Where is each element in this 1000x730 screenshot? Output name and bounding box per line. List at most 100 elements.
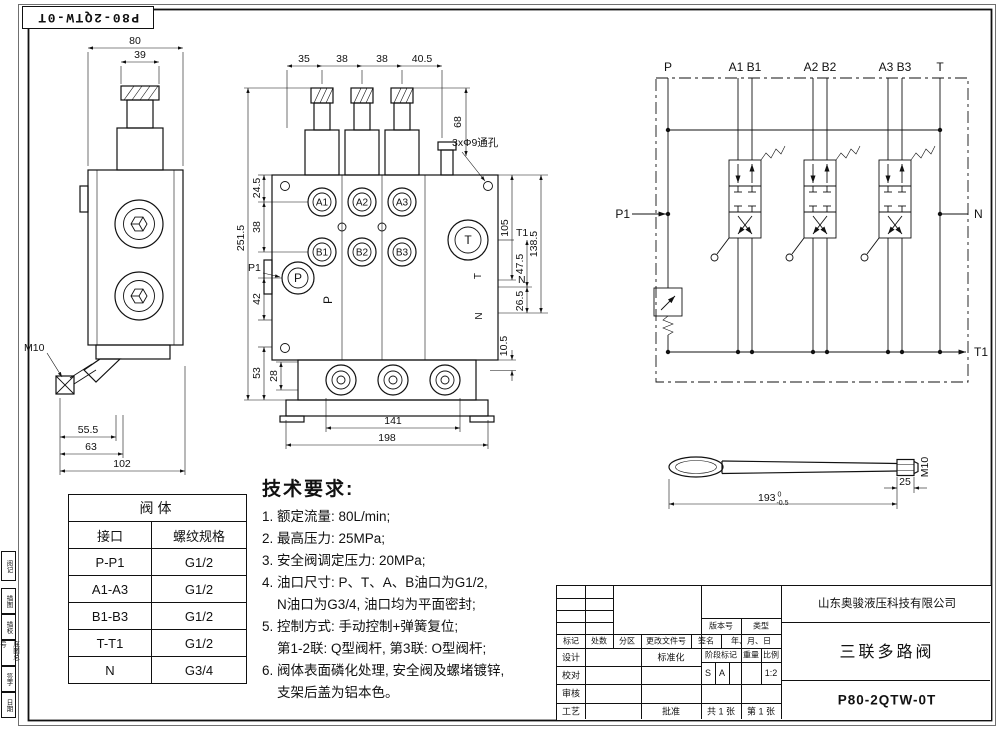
margin-box-6: 日期 bbox=[1, 692, 16, 718]
front-dim-40-5: 40.5 bbox=[412, 53, 433, 65]
tb-label-scale: 比例 bbox=[763, 650, 779, 660]
side-dim-80: 80 bbox=[129, 35, 141, 47]
tb-label-standardization: 标准化 bbox=[657, 652, 685, 663]
front-dim-141: 141 bbox=[384, 415, 402, 427]
front-dim-28: 28 bbox=[268, 370, 280, 382]
front-dim-42: 42 bbox=[251, 293, 263, 305]
valve-table-header-thread: 螺纹规格 bbox=[151, 521, 247, 549]
tech-req-line: 6. 阀体表面磷化处理, 安全阀及螺堵镀锌, bbox=[262, 663, 505, 678]
through-hole bbox=[280, 181, 290, 191]
tb-label-stage: 阶段标记 bbox=[705, 650, 737, 660]
front-dim-10-5: 10.5 bbox=[498, 336, 510, 357]
hydraulic-schematic: P A1 B1 A2 B2 A3 B3 T P1 N T1 bbox=[615, 60, 988, 383]
schematic-label-n: N bbox=[974, 207, 983, 221]
sheet-frame bbox=[18, 4, 996, 726]
cast-letter-p: P bbox=[321, 296, 335, 304]
port-label-b1: B1 bbox=[316, 248, 329, 259]
tb-scale-value: 1:2 bbox=[764, 668, 778, 678]
tech-req-line: 支架后盖为铝本色。 bbox=[262, 685, 399, 700]
tech-req-line: 5. 控制方式: 手动控制+弹簧复位; bbox=[262, 619, 459, 634]
port-label-a3: A3 bbox=[396, 198, 409, 209]
side-dim-55: 55.5 bbox=[78, 424, 99, 436]
tb-sheet-number: 第 1 张 bbox=[746, 706, 776, 717]
side-dim-39: 39 bbox=[134, 49, 146, 61]
tb-label-design: 设计 bbox=[561, 652, 581, 663]
margin-box-4: 底图总号 bbox=[0, 640, 19, 666]
side-thread-label: M10 bbox=[24, 342, 45, 354]
front-dim-26-5: 26.5 bbox=[514, 291, 526, 312]
handle-thread-label: M10 bbox=[919, 457, 931, 478]
cast-letter-t: T bbox=[473, 273, 484, 279]
schematic-label-t1: T1 bbox=[974, 345, 988, 359]
tb-label-date: 年、月、日 bbox=[731, 636, 771, 646]
schematic-label-a1b1: A1 B1 bbox=[729, 60, 762, 74]
port-label-a1: A1 bbox=[316, 198, 329, 209]
schematic-label-t: T bbox=[936, 60, 944, 74]
schematic-label-a2b2: A2 B2 bbox=[804, 60, 837, 74]
margin-box-5: 签字 bbox=[1, 666, 16, 692]
tech-req-title: 技术要求: bbox=[262, 479, 355, 500]
margin-box-1: 阅记 bbox=[1, 551, 16, 581]
schematic-label-a3b3: A3 B3 bbox=[879, 60, 912, 74]
front-dim-251-5: 251.5 bbox=[235, 225, 247, 251]
front-dim-38a: 38 bbox=[336, 53, 348, 65]
valve-table-title: 阀体 bbox=[68, 494, 247, 522]
side-dim-63: 63 bbox=[85, 441, 97, 453]
front-dim-38-left: 38 bbox=[251, 221, 263, 233]
title-block: 标记 处数 分区 更改文件号 签名 年、月、日 版本号 类型 设计 校对 审核 … bbox=[556, 585, 992, 721]
margin-box-3: 描校 bbox=[1, 614, 16, 640]
handle-dim-25: 25 bbox=[899, 476, 911, 488]
port-label-t: T bbox=[464, 233, 472, 247]
front-dim-105: 105 bbox=[499, 219, 511, 237]
schematic-label-p1: P1 bbox=[615, 207, 630, 221]
tech-req-line: 第1-2联: Q型阀杆, 第3联: O型阀杆; bbox=[262, 641, 487, 656]
front-dim-38b: 38 bbox=[376, 53, 388, 65]
tb-label-version: 版本号 bbox=[709, 621, 733, 631]
tb-total-sheets: 共 1 张 bbox=[706, 706, 736, 717]
port-label-a2: A2 bbox=[356, 198, 369, 209]
tb-label-change-doc: 更改文件号 bbox=[646, 636, 686, 646]
port-label-b3: B3 bbox=[396, 248, 409, 259]
front-view: A1 A2 A3 B1 B2 B3 T P P T N 35 38 38 40.… bbox=[235, 53, 548, 449]
front-dim-68: 68 bbox=[452, 116, 464, 128]
technical-requirements: 技术要求: 1. 额定流量: 80L/min; 2. 最高压力: 25MPa; … bbox=[262, 474, 564, 704]
tech-req-line: 2. 最高压力: 25MPa; bbox=[262, 531, 386, 546]
through-hole bbox=[483, 181, 493, 191]
part-number-tag-text: P80-2QTW-0T bbox=[36, 10, 140, 25]
front-dim-53: 53 bbox=[251, 367, 263, 379]
port-label-p: P bbox=[294, 271, 302, 285]
tb-stage-a: A bbox=[718, 668, 726, 678]
tb-company: 山东奥骏液压科技有限公司 bbox=[818, 598, 956, 610]
port-label-p1: P1 bbox=[248, 262, 261, 274]
valve-table-header-port: 接口 bbox=[68, 521, 152, 549]
hole-note: 3xΦ9通孔 bbox=[452, 136, 499, 149]
tb-label-mark: 标记 bbox=[563, 636, 579, 646]
schematic-label-p: P bbox=[664, 60, 672, 74]
through-hole bbox=[280, 343, 290, 353]
front-dim-198: 198 bbox=[378, 432, 396, 444]
front-dim-47-5: 47.5 bbox=[514, 254, 526, 275]
side-view: 80 39 M10 55.5 63 102 bbox=[24, 35, 186, 475]
front-dim-138-5: 138.5 bbox=[528, 231, 540, 257]
margin-box-2: 描图 bbox=[1, 588, 16, 614]
tb-product-name: 三联多路阀 bbox=[839, 644, 935, 661]
part-number-tag: P80-2QTW-0T bbox=[22, 6, 154, 29]
tb-drawing-number: P80-2QTW-0T bbox=[837, 692, 937, 708]
tb-stage-s: S bbox=[704, 668, 712, 678]
tb-label-approve: 批准 bbox=[661, 706, 681, 717]
tech-req-line: 4. 油口尺寸: P、T、A、B油口为G1/2, bbox=[262, 575, 488, 590]
cast-letter-n: N bbox=[474, 312, 485, 319]
tb-label-check: 校对 bbox=[561, 670, 581, 681]
front-dim-24-5: 24.5 bbox=[251, 178, 263, 199]
tb-label-signature: 签名 bbox=[698, 636, 714, 646]
tb-label-weight: 重量 bbox=[743, 650, 759, 660]
tb-label-zone: 分区 bbox=[619, 636, 635, 646]
